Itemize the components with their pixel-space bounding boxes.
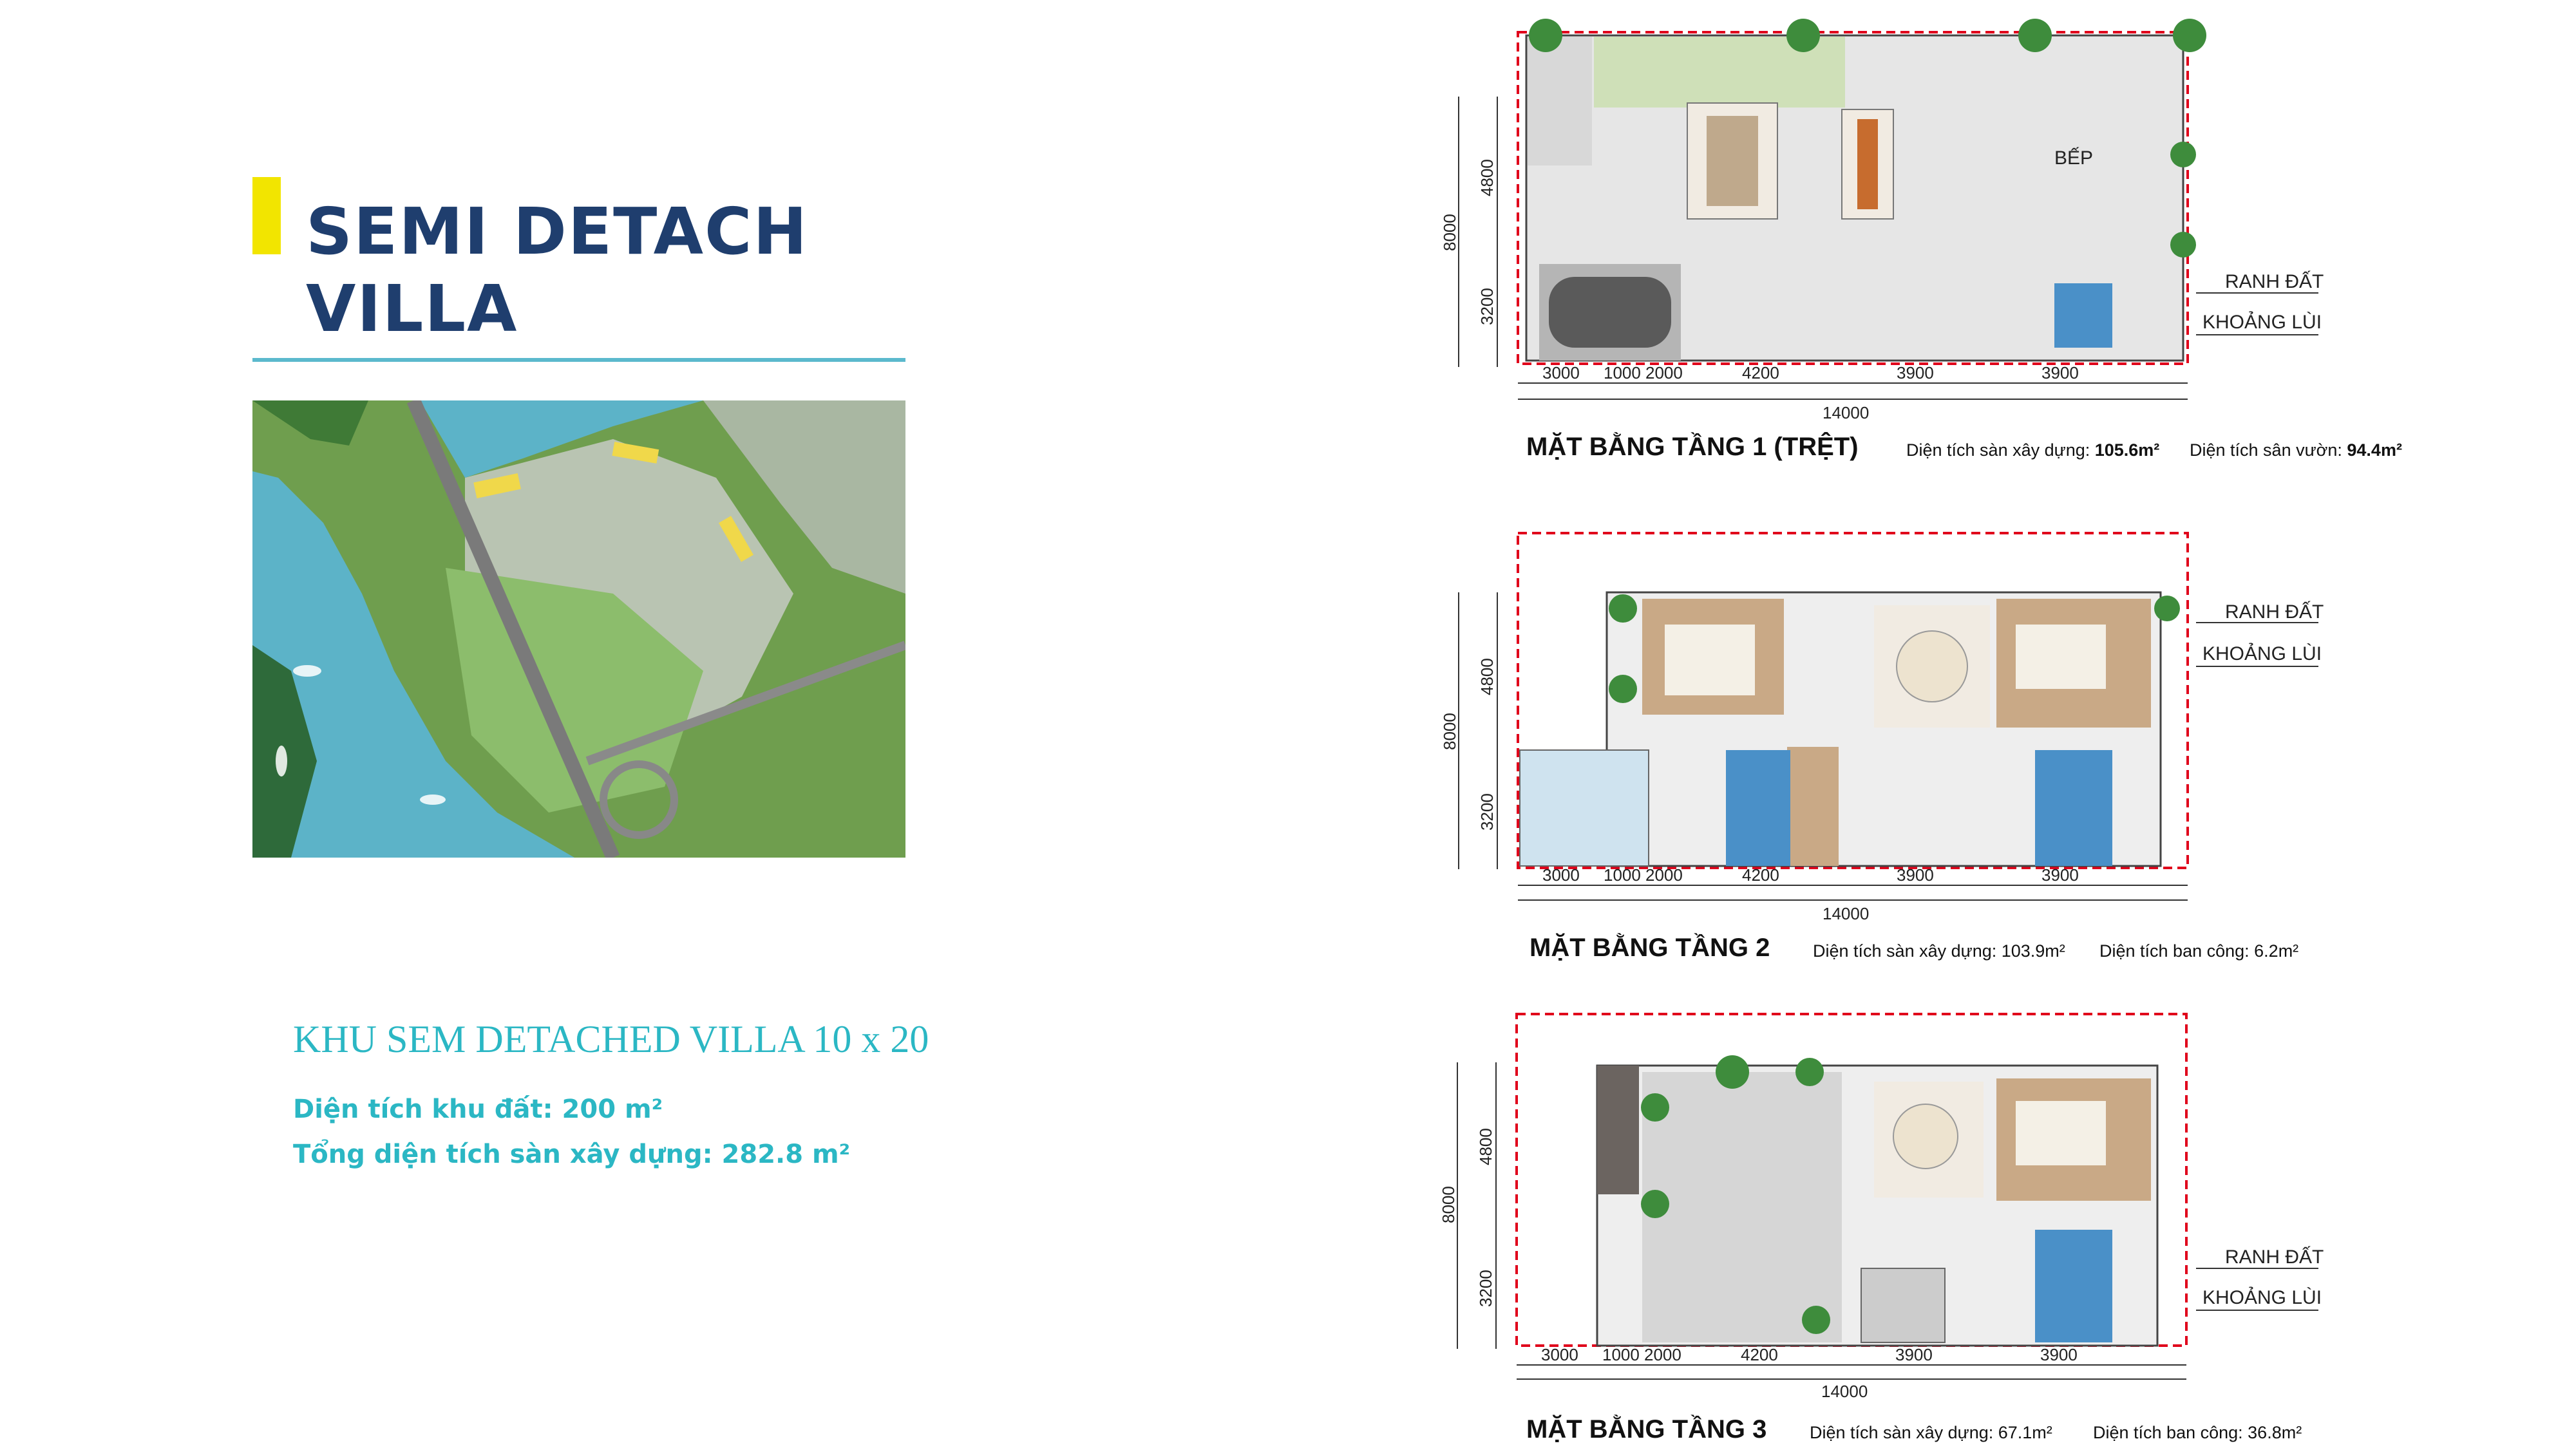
plan-3-title: MẶT BẰNG TẦNG 3 xyxy=(1526,1415,1767,1443)
dim-y-1: 4800 xyxy=(1477,159,1497,196)
dim-y-2: 3200 xyxy=(1477,793,1497,831)
dim-total-depth: 8000 xyxy=(1439,1186,1458,1223)
plan-1-stat1-value: 105.6m² xyxy=(2094,440,2160,460)
dim-x-2: 1000 xyxy=(1604,363,1641,382)
dim-y-1: 4800 xyxy=(1477,658,1497,695)
dim-x-5: 3900 xyxy=(1897,865,1934,885)
dim-x-1: 3000 xyxy=(1541,1345,1578,1364)
plot-boundary-label: RANH ĐẤT xyxy=(2225,1246,2324,1268)
land-area-text: Diện tích khu đất: 200 m² xyxy=(293,1095,663,1124)
page-title: SEMI DETACH VILLA xyxy=(306,193,808,348)
dim-y-2: 3200 xyxy=(1477,288,1497,325)
dim-x-4: 4200 xyxy=(1742,363,1779,382)
floor-plan-3-drawing: RANH ĐẤT KHOẢNG LÙI 3000 1000 2000 4200 … xyxy=(1439,1013,2324,1401)
dim-x-4: 4200 xyxy=(1741,1345,1778,1364)
plan-2-built-area: Diện tích sàn xây dựng: 103.9m² xyxy=(1813,941,2065,961)
plot-boundary-label: RANH ĐẤT xyxy=(2225,601,2324,623)
floor-plan-1-drawing: BẾP RANH ĐẤT KHOẢNG LÙI 3000 1000 2000 4… xyxy=(1440,19,2324,422)
dim-total-width: 14000 xyxy=(1823,904,1869,923)
dim-x-6: 3900 xyxy=(2041,363,2079,382)
dim-y-2: 3200 xyxy=(1476,1270,1495,1307)
dim-total-width: 14000 xyxy=(1823,403,1869,422)
title-accent-bar xyxy=(252,177,281,254)
plan-2-stat1-value: 103.9m² xyxy=(2001,941,2065,961)
plan-1-stat2-value: 94.4m² xyxy=(2347,440,2402,460)
dim-x-3: 2000 xyxy=(1644,1345,1681,1364)
plan-3-stat2-label: Diện tích ban công: xyxy=(2093,1423,2248,1442)
site-master-plan-image xyxy=(252,400,905,858)
kitchen-label: BẾP xyxy=(2054,147,2093,169)
setback-label: KHOẢNG LÙI xyxy=(2202,643,2322,664)
plan-3-balcony-area: Diện tích ban công: 36.8m² xyxy=(2093,1423,2302,1443)
plan-1-built-area: Diện tích sàn xây dựng: 105.6m² xyxy=(1906,440,2159,460)
plan-1-stat2-label: Diện tích sân vườn: xyxy=(2190,440,2347,460)
floor-plan-level-1: BẾP RANH ĐẤT KHOẢNG LÙI 3000 1000 2000 4… xyxy=(1430,0,2524,489)
title-divider xyxy=(252,358,905,362)
dim-x-6: 3900 xyxy=(2041,865,2079,885)
plan-1-stat1-label: Diện tích sàn xây dựng: xyxy=(1906,440,2095,460)
dim-y-1: 4800 xyxy=(1476,1128,1495,1165)
plan-1-garden-area: Diện tích sân vườn: 94.4m² xyxy=(2190,440,2402,460)
plan-3-built-area: Diện tích sàn xây dựng: 67.1m² xyxy=(1810,1423,2052,1443)
plan-3-stat2-value: 36.8m² xyxy=(2248,1423,2302,1442)
section-heading: KHU SEM DETACHED VILLA 10 x 20 xyxy=(293,1018,929,1060)
title-line-2: VILLA xyxy=(306,271,518,346)
plan-2-stat2-label: Diện tích ban công: xyxy=(2099,941,2255,961)
dim-x-5: 3900 xyxy=(1897,363,1934,382)
total-floor-area-text: Tổng diện tích sàn xây dựng: 282.8 m² xyxy=(293,1140,851,1169)
plan-2-title: MẶT BẰNG TẦNG 2 xyxy=(1530,934,1770,962)
dim-total-width: 14000 xyxy=(1821,1382,1868,1401)
dim-x-4: 4200 xyxy=(1742,865,1779,885)
plan-3-stat1-label: Diện tích sàn xây dựng: xyxy=(1810,1423,1998,1442)
setback-label: KHOẢNG LÙI xyxy=(2202,311,2322,333)
plan-2-stat2-value: 6.2m² xyxy=(2254,941,2299,961)
plan-2-stat1-label: Diện tích sàn xây dựng: xyxy=(1813,941,2002,961)
title-line-1: SEMI DETACH xyxy=(306,194,809,269)
dim-x-6: 3900 xyxy=(2040,1345,2078,1364)
dim-x-2: 1000 xyxy=(1602,1345,1640,1364)
dim-x-5: 3900 xyxy=(1895,1345,1933,1364)
floor-plan-level-3: RANH ĐẤT KHOẢNG LÙI 3000 1000 2000 4200 … xyxy=(1430,1011,2524,1448)
dim-total-depth: 8000 xyxy=(1440,713,1459,750)
dim-x-1: 3000 xyxy=(1542,865,1580,885)
dim-x-3: 2000 xyxy=(1645,865,1683,885)
plan-3-stat1-value: 67.1m² xyxy=(1998,1423,2052,1442)
dim-x-2: 1000 xyxy=(1604,865,1641,885)
setback-label: KHOẢNG LÙI xyxy=(2202,1286,2322,1308)
dim-total-depth: 8000 xyxy=(1440,214,1459,251)
dim-x-3: 2000 xyxy=(1645,363,1683,382)
plan-2-balcony-area: Diện tích ban công: 6.2m² xyxy=(2099,941,2298,961)
floor-plan-2-drawing: RANH ĐẤT KHOẢNG LÙI 3000 1000 2000 4200 … xyxy=(1440,532,2324,923)
dim-x-1: 3000 xyxy=(1542,363,1580,382)
plan-1-title: MẶT BẰNG TẦNG 1 (TRỆT) xyxy=(1526,433,1859,461)
plot-boundary-label: RANH ĐẤT xyxy=(2225,270,2324,292)
floor-plan-level-2: RANH ĐẤT KHOẢNG LÙI 3000 1000 2000 4200 … xyxy=(1430,528,2524,1017)
